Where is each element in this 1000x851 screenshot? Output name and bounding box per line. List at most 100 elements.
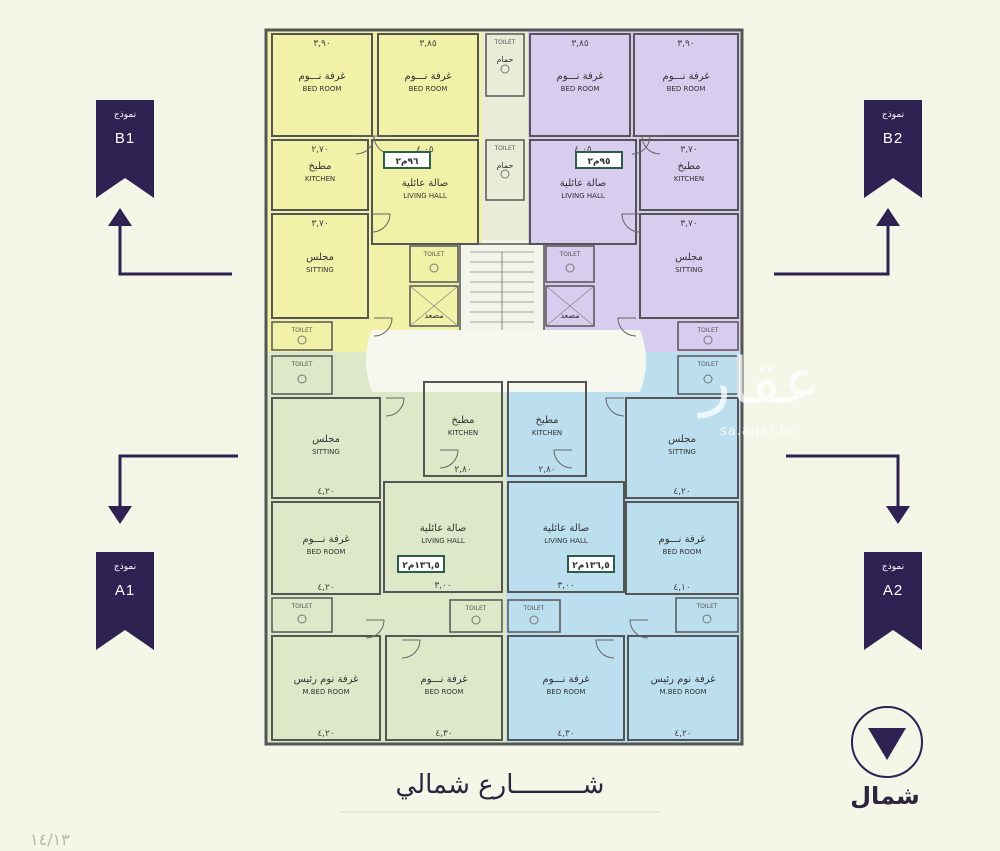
room-dim-b1-living: ٤,٠٥ [416, 145, 434, 155]
wet-room [677, 321, 739, 351]
room-label-ar-b1-living: صالة عائلية [402, 178, 449, 189]
room-label-ar-b1-sitting: مجلس [306, 252, 334, 263]
room-b1-kitchen [271, 139, 369, 211]
room-a1-bed [271, 501, 381, 595]
room-label-en-b1-living: LIVING HALL [403, 192, 447, 200]
arrow-b2-head [876, 208, 900, 226]
room-a1-bed2 [385, 635, 503, 741]
toilet-fixture-icon [297, 614, 307, 624]
unit-b1-area [266, 30, 482, 352]
room-dim-a2-bed: ٤,١٠ [673, 583, 690, 593]
room-label-ar-a2-bed2: غرفة نـــوم [543, 674, 590, 685]
room-dim-a2-mbed: ٤,٢٠ [674, 729, 691, 739]
room-label-en-b1-bed-right: BED ROOM [409, 85, 448, 93]
ribbon-a2: نموذج A2 [864, 552, 922, 652]
area-badge-a1 [397, 555, 445, 573]
area-badge-label-b2: ٩٥م٢ [587, 157, 610, 167]
room-dim-b2-sitting: ٣,٧٠ [680, 219, 697, 229]
room-dim-a1-bed2: ٤,٣٠ [435, 729, 452, 739]
room-label-ar-b2-sitting: مجلس [675, 252, 703, 263]
room-dim-b2-bed-left: ٣,٨٥ [571, 39, 589, 49]
watermark-logo-text: عقار [700, 345, 821, 419]
room-label-en-b1-sitting: SITTING [306, 266, 334, 274]
toilet-fixture-icon [500, 64, 510, 74]
toilet-fixture-icon [703, 335, 713, 345]
room-dim-a1-living: ٣,٠٠ [434, 581, 451, 591]
door-swing-icon [365, 619, 385, 639]
toilet-label: TOILET [291, 361, 313, 368]
door-swing-icon [373, 317, 393, 337]
room-label-ar-b2-bed-left: غرفة نـــوم [557, 71, 604, 82]
room-label-en-a2-mbed: M.BED ROOM [659, 688, 706, 696]
room-label-ar-b2-kitchen: مطبخ [677, 161, 700, 172]
room-a2-bed2 [507, 635, 625, 741]
room-a2-living [507, 481, 625, 593]
north-compass-circle [851, 706, 923, 778]
room-a1-sitting [271, 397, 381, 499]
door-swing-icon [401, 639, 421, 659]
area-badge-label-b1: ٩٦م٢ [395, 157, 419, 167]
toilet-label: TOILET [465, 605, 487, 612]
room-dim-a1-bed: ٤,٢٠ [317, 583, 334, 593]
area-badge-b2 [575, 151, 623, 169]
room-dim-b2-living: ٤,٠٥ [574, 145, 592, 155]
room-a2-sitting [625, 397, 739, 499]
room-label-ar-b1-kitchen: مطبخ [308, 161, 331, 172]
ribbon-a2-caption: نموذج [881, 562, 905, 572]
door-swing-icon [641, 135, 661, 155]
room-b2-sitting [639, 213, 739, 319]
toilet-label: TOILET [559, 251, 581, 258]
ribbon-a1-caption: نموذج [113, 562, 137, 572]
wet-room [485, 139, 525, 201]
room-a1-kitchen [423, 381, 503, 477]
elevator-left-cross [409, 285, 459, 327]
room-label-ar-b2-bed-right: غرفة نـــوم [663, 71, 710, 82]
area-badge-b1 [383, 151, 431, 169]
door-swing-icon [371, 213, 391, 233]
door-swing-icon [553, 449, 573, 469]
north-label: شمال [850, 782, 920, 810]
room-dim-b1-sitting: ٣,٧٠ [311, 219, 328, 229]
room-a1-living [383, 481, 503, 593]
room-label-en-a1-living: LIVING HALL [421, 537, 465, 545]
elevator-left-label: مصعد [424, 311, 443, 320]
wet-room [271, 597, 333, 633]
toilet-label: TOILET [696, 603, 718, 610]
area-badge-label-a2: ١٣٦,٥م٢ [572, 561, 610, 571]
toilet-fixture-icon [500, 169, 510, 179]
landing [366, 330, 646, 392]
ribbon-b2-caption: نموذج [881, 110, 905, 120]
door-swing-icon [385, 397, 405, 417]
ribbon-a1: نموذج A1 [96, 552, 154, 652]
ribbon-b1: نموذج B1 [96, 100, 154, 200]
room-label-en-b2-living: LIVING HALL [561, 192, 605, 200]
toilet-fixture-icon [703, 374, 713, 384]
toilet-fixture-icon [471, 615, 481, 625]
toilet-label: TOILET [523, 605, 545, 612]
room-label-ar-b1-bed-left: غرفة نـــوم [299, 71, 346, 82]
arrow-b1-head [108, 208, 132, 226]
room-b2-bed-left [529, 33, 631, 137]
wet-room [271, 355, 333, 395]
door-swing-icon [617, 317, 637, 337]
wet-room [507, 599, 561, 633]
bath-label-mid: حمام [497, 161, 514, 170]
toilet-fixture-icon [429, 263, 439, 273]
room-label-en-a1-bed: BED ROOM [307, 548, 346, 556]
room-a2-kitchen [507, 381, 587, 477]
door-swing-icon [605, 397, 625, 417]
room-dim-a1-sitting: ٤,٢٠ [317, 487, 334, 497]
arrow-a1-head [108, 506, 132, 524]
room-label-en-b2-kitchen: KITCHEN [674, 175, 704, 183]
room-a2-mbed [627, 635, 739, 741]
room-dim-a2-living: ٣,٠٠ [557, 581, 574, 591]
elevator-left [409, 285, 459, 327]
bath-label-top: حمام [497, 55, 514, 64]
arrow-b2 [774, 216, 890, 276]
room-dim-b1-bed-left: ٣,٩٠ [313, 39, 330, 49]
room-label-en-b2-bed-left: BED ROOM [561, 85, 600, 93]
wet-room [485, 33, 525, 97]
toilet-label: TOILET [697, 327, 719, 334]
room-label-en-a1-bed2: BED ROOM [425, 688, 464, 696]
room-label-en-a2-sitting: SITTING [668, 448, 696, 456]
